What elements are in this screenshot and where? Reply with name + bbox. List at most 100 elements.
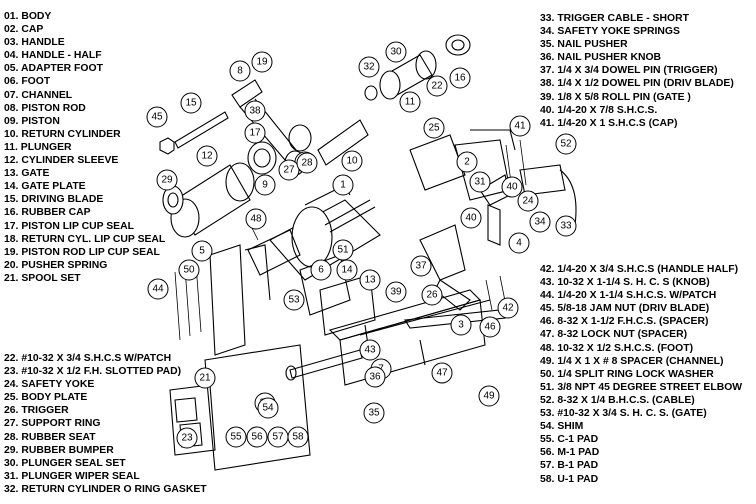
callout-26: 26: [421, 284, 443, 306]
callout-circle: [358, 56, 380, 78]
part-list-item: 29. RUBBER BUMPER: [4, 444, 114, 456]
callout-number: 15: [185, 98, 197, 109]
callout-circle: [431, 362, 453, 384]
callout-number: 41: [514, 121, 526, 132]
callout-number: 17: [249, 128, 261, 139]
callout-number: 44: [152, 284, 164, 295]
callout-27: 27: [278, 159, 300, 181]
part-list-item: 57. B-1 PAD: [540, 460, 599, 472]
callout-15: 15: [180, 92, 202, 114]
part-list-item: 17. PISTON LIP CUP SEAL: [4, 220, 134, 232]
callout-circle: [341, 150, 363, 172]
callout-circle: [178, 259, 200, 281]
callout-number: 26: [426, 290, 438, 301]
part-list-item: 35. NAIL PUSHER: [540, 39, 628, 51]
part-list-item: 16. RUBBER CAP: [4, 207, 91, 219]
part-list-item: 44. 1/4-20 X 1-1/4 S.H.C.S. W/PATCH: [540, 290, 717, 302]
callout-16: 16: [449, 67, 471, 89]
callout-9: 9: [254, 174, 276, 196]
callout-22: 22: [426, 75, 448, 97]
part-list-item: 55. C-1 PAD: [540, 434, 599, 446]
callout-circle: [229, 60, 251, 82]
callout-number: 36: [369, 372, 381, 383]
callout-circle: [176, 427, 198, 449]
callout-circle: [180, 92, 202, 114]
callout-41: 41: [509, 115, 531, 137]
callout-number: 11: [405, 97, 416, 108]
callout-number: 21: [199, 373, 211, 384]
callout-47: 47: [431, 362, 453, 384]
callout-1: 1: [332, 174, 354, 196]
part-list-item: 51. 3/8 NPT 45 DEGREE STREET ELBOW: [540, 381, 743, 393]
part-list-item: 03. HANDLE: [4, 37, 65, 49]
callout-number: 19: [256, 57, 268, 68]
part-list-item: 54. SHIM: [540, 421, 584, 433]
callout-number: 47: [436, 368, 448, 379]
callout-number: 14: [341, 265, 353, 276]
callout-circle: [196, 145, 218, 167]
part-list-item: 23. #10-32 X 1/2 F.H. SLOTTED PAD): [4, 366, 182, 378]
part-list-item: 40. 1/4-20 X 7/8 S.H.C.S.: [540, 104, 658, 116]
callout-32: 32: [358, 56, 380, 78]
callout-layer: 1234567891011121314151617181920212223242…: [146, 41, 577, 449]
callout-number: 43: [364, 345, 376, 356]
part-list-item: 52. 8-32 X 1/4 B.H.C.S. (CABLE): [540, 394, 695, 406]
part-list-item: 15. DRIVING BLADE: [4, 194, 104, 206]
part-list-item: 25. BODY PLATE: [4, 392, 88, 404]
callout-3: 3: [450, 314, 472, 336]
callout-10: 10: [341, 150, 363, 172]
callout-50: 50: [178, 259, 200, 281]
part-list-item: 43. 10-32 X 1-1/4 S. H. C. S (KNOB): [540, 277, 710, 289]
part-list-item: 32. RETURN CYLINDER O RING GASKET: [4, 483, 207, 495]
part-list-item: 09. PISTON: [4, 115, 60, 127]
callout-13: 13: [359, 269, 381, 291]
callout-17: 17: [244, 122, 266, 144]
part-list-item: 14. GATE PLATE: [4, 181, 86, 193]
callout-number: 48: [250, 214, 262, 225]
part-list-item: 12. CYLINDER SLEEVE: [4, 155, 119, 167]
callout-51: 51: [332, 239, 354, 261]
callout-circle: [497, 297, 519, 319]
callout-circle: [385, 41, 407, 63]
part-list-item: 38. 1/4 X 1/2 DOWEL PIN (DRIV BLADE): [540, 78, 734, 90]
part-list-item: 28. RUBBER SEAT: [4, 431, 96, 443]
callout-number: 16: [454, 73, 466, 84]
part-list-item: 24. SAFETY YOKE: [4, 379, 95, 391]
callout-53: 53: [283, 289, 305, 311]
callout-39: 39: [385, 281, 407, 303]
body-assembly: [247, 129, 577, 311]
callout-number: 13: [364, 275, 376, 286]
callout-number: 46: [484, 322, 496, 333]
part-list-item: 05. ADAPTER FOOT: [4, 63, 103, 75]
part-list-item: 31. PLUNGER WIPER SEAL: [4, 470, 140, 482]
callout-37: 37: [410, 255, 432, 277]
part-list-item: 36. NAIL PUSHER KNOB: [540, 52, 662, 64]
callout-circle: [529, 211, 551, 233]
callout-circle: [310, 259, 332, 281]
callout-number: 1: [340, 180, 346, 191]
callout-24: 24: [517, 190, 539, 212]
callout-circle: [336, 259, 358, 281]
callout-number: 53: [288, 295, 300, 306]
callout-number: 5: [199, 246, 205, 257]
part-list-item: 18. RETURN CYL. LIP CUP SEAL: [4, 233, 166, 245]
callout-42: 42: [497, 297, 519, 319]
callout-5: 5: [191, 240, 213, 262]
callout-circle: [287, 426, 309, 448]
callout-8: 8: [229, 60, 251, 82]
part-list-item: 22. #10-32 X 3/4 S.H.C.S W/PATCH: [4, 353, 172, 364]
callout-circle: [257, 397, 279, 419]
callout-circle: [296, 152, 318, 174]
callout-30: 30: [385, 41, 407, 63]
callout-circle: [555, 133, 577, 155]
callout-circle: [385, 281, 407, 303]
callout-number: 3: [458, 320, 464, 331]
callout-circle: [555, 215, 577, 237]
callout-40: 40: [460, 207, 482, 229]
part-list-item: 02. CAP: [4, 24, 44, 36]
part-list-item: 56. M-1 PAD: [540, 447, 600, 459]
callout-circle: [509, 115, 531, 137]
callout-number: 23: [181, 433, 193, 444]
callout-44: 44: [147, 278, 169, 300]
callout-number: 32: [363, 62, 375, 73]
